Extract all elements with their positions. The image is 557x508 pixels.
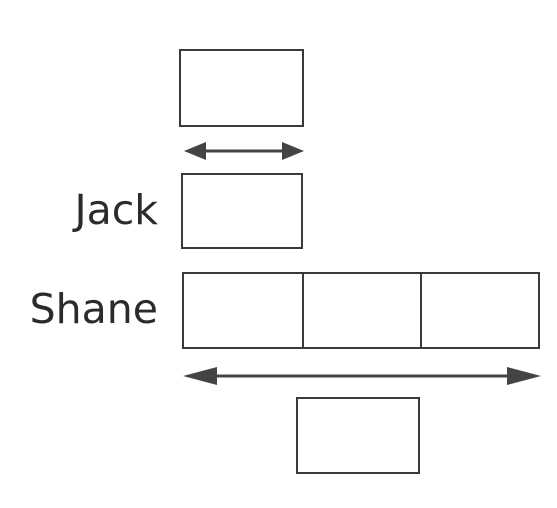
shane-total-double-arrow xyxy=(183,367,541,385)
shane-bar-unit-2 xyxy=(302,272,422,349)
shane-bar-unit-1 xyxy=(182,272,304,349)
shane-label: Shane xyxy=(29,285,158,333)
shane-bar-unit-3 xyxy=(420,272,540,349)
top-answer-box[interactable] xyxy=(179,49,304,127)
bottom-answer-box[interactable] xyxy=(296,397,420,474)
jack-label: Jack xyxy=(74,186,158,234)
unit-width-double-arrow xyxy=(184,142,304,160)
jack-bar-unit xyxy=(181,173,303,249)
